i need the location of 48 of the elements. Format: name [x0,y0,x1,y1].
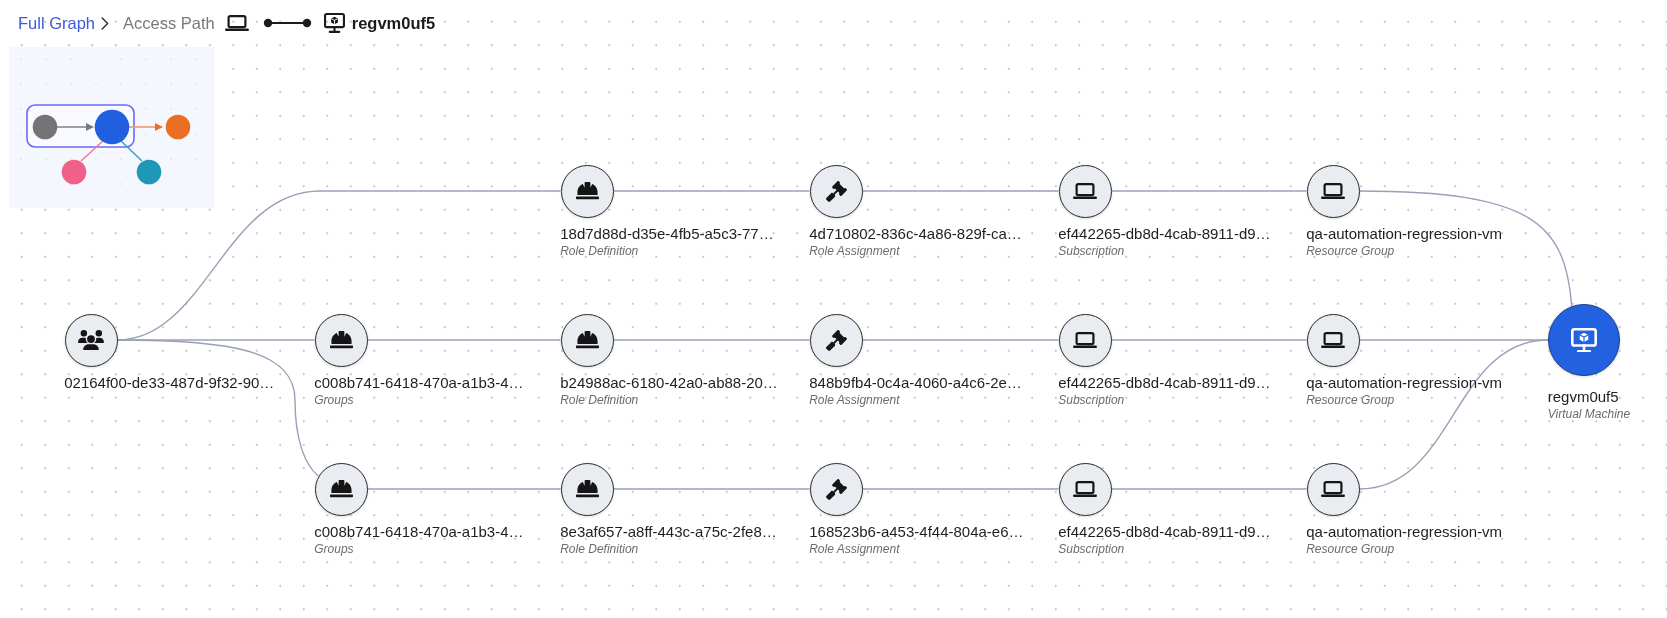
node-label: qa-automation-regression-vm [1306,223,1503,243]
connector-line [612,339,811,341]
node-label: regvm0uf5 [1547,387,1619,406]
node-label: 18d7d88d-d35e-4fb5-a5c3-77… [560,223,774,243]
connector-line [1110,488,1308,490]
connector-line [861,190,1060,192]
node-label: 848b9fb4-0c4a-4060-a4c6-2e… [809,372,1022,392]
node-type-label: Role Assignment [809,541,900,557]
node-type-label: Subscription [1058,541,1125,557]
breadcrumb-link: Full Graph [18,13,96,33]
node-label: ef442265-db8d-4cab-8911-d9… [1058,223,1271,243]
connector-line [612,190,811,192]
node-label: c008b741-6418-470a-a1b3-4… [314,372,524,392]
node-type-label: Resource Group [1306,392,1395,408]
node-type-label: Subscription [1058,392,1125,408]
node-type-label: Role Assignment [809,392,900,408]
connector-line [366,488,562,490]
node-label: c008b741-6418-470a-a1b3-4… [314,521,524,541]
connector-line [366,339,562,341]
breadcrumb-item: Access Path [123,13,215,33]
connector-line [1358,190,1573,307]
node-label: ef442265-db8d-4cab-8911-d9… [1058,521,1271,541]
node-type-label: Virtual Machine [1547,407,1631,422]
node-label: qa-automation-regression-vm [1306,521,1503,541]
node-label: qa-automation-regression-vm [1306,372,1503,392]
connector-line [1110,339,1308,341]
node-label: 02164f00-de33-487d-9f32-90… [64,372,275,392]
node-label: b24988ac-6180-42a0-ab88-20… [560,372,778,392]
node-type-label: Role Definition [560,243,639,259]
connector-line [116,339,319,477]
node-type-label: Resource Group [1306,541,1395,557]
connector-line [1358,339,1549,490]
node-type-label: Subscription [1058,243,1125,259]
node-label: 4d710802-836c-4a86-829f-ca… [809,223,1022,243]
connector-line [861,488,1060,490]
node-type-label: Groups [314,392,354,408]
node-type-label: Role Assignment [809,243,900,259]
node-type-label: Role Definition [560,541,639,557]
node-label: 168523b6-a453-4f44-804a-e6… [809,521,1024,541]
node-type-label: Groups [314,541,354,557]
connector-line [861,339,1060,341]
node-label: ef442265-db8d-4cab-8911-d9… [1058,372,1271,392]
node-type-label: Role Definition [560,392,639,408]
connector-line [612,488,811,490]
breadcrumb-current-item: regvm0uf5 [351,13,436,33]
node-type-label: Resource Group [1306,243,1395,259]
node-label: 8e3af657-a8ff-443c-a75c-2fe8… [560,521,777,541]
connector-line [1110,190,1308,192]
